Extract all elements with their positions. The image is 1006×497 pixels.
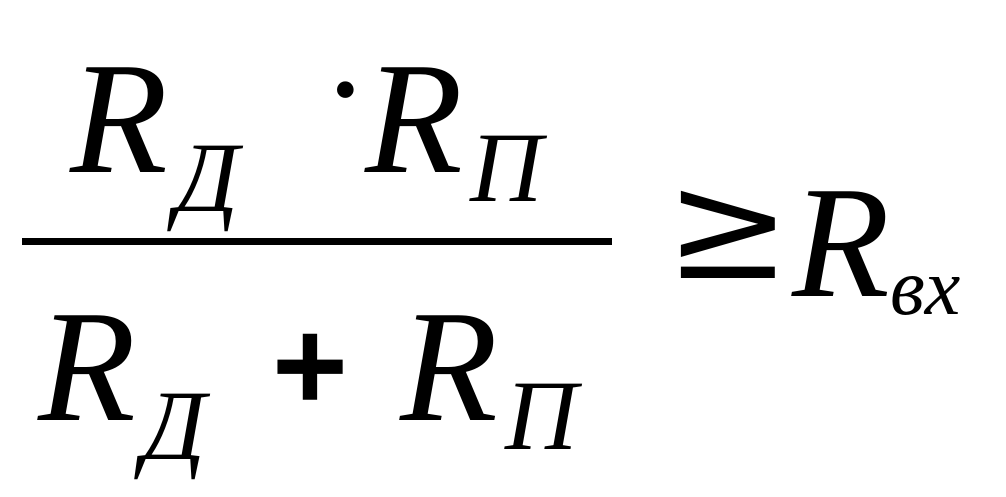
rhs-subscript: вх — [890, 244, 961, 332]
fraction-bar — [22, 238, 612, 245]
numerator-term2-subscript: П — [470, 112, 543, 223]
denominator-term1-base: R — [38, 277, 136, 455]
numerator-term2-base: R — [365, 29, 463, 207]
numerator-multiply-operator: · — [322, 12, 369, 167]
denominator-term2-subscript: П — [505, 360, 578, 471]
rhs-base: R — [792, 153, 890, 331]
numerator-term1-base: R — [70, 29, 168, 207]
denominator-term2-base: R — [400, 277, 498, 455]
denominator-plus-operator: + — [272, 292, 348, 438]
greater-or-equal-operator: ≥ — [665, 140, 791, 314]
denominator-term1-subscript: Д — [142, 370, 206, 481]
numerator-term1-subscript: Д — [175, 122, 239, 233]
